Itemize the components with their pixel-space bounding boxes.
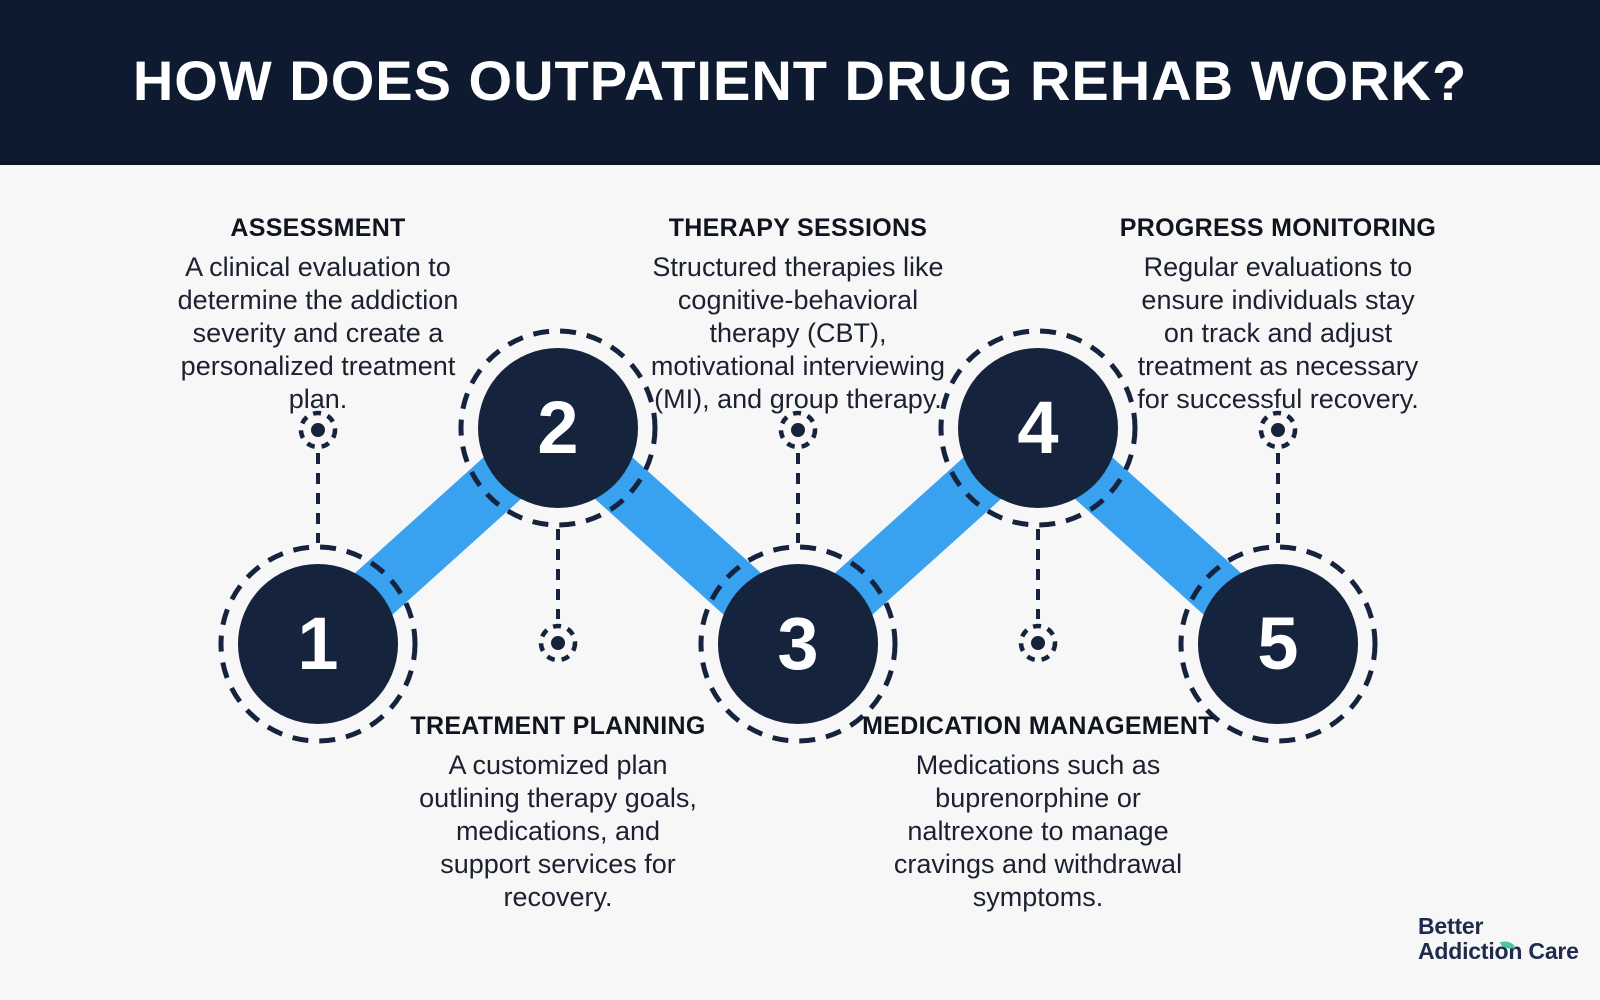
step-text-5: PROGRESS MONITORING Regular evaluations … [1103,214,1453,416]
bullet-marker-step-3 [778,410,818,450]
step-title-4: MEDICATION MANAGEMENT [862,712,1214,740]
step-title-2: TREATMENT PLANNING [410,712,706,740]
logo-line2: Addiction Care [1418,938,1579,964]
step-number-4: 4 [1017,386,1059,469]
bullet-marker-step-2 [538,623,578,663]
dashed-ring-step-1 [218,544,418,744]
dashed-ring-step-3 [698,544,898,744]
step-text-1: ASSESSMENT A clinical evaluation to dete… [143,214,493,416]
brand-logo: Better Addiction Care [1418,914,1598,964]
step-circle-4: 4 [958,348,1118,508]
step-number-3: 3 [777,602,819,685]
step-circle-5: 5 [1198,564,1358,724]
bullet-marker-step-4 [1018,623,1058,663]
bullet-marker-step-5 [1258,410,1298,450]
dashed-ring-step-2 [458,328,658,528]
step-title-5: PROGRESS MONITORING [1119,214,1437,242]
step-title-3: THERAPY SESSIONS [668,214,928,242]
dashed-ring-step-4 [938,328,1138,528]
step-circle-2: 2 [478,348,638,508]
step-text-2: TREATMENT PLANNING A customized plan out… [368,712,748,914]
step-description-4: Medications such as buprenorphine or nal… [893,750,1183,912]
step-number-2: 2 [537,386,579,469]
step-circle-1: 1 [238,564,398,724]
step-description-1: A clinical evaluation to determine the a… [177,252,459,414]
step-description-2: A customized plan outlining therapy goal… [419,750,697,912]
step-description-5: Regular evaluations to ensure individual… [1137,252,1419,414]
step-number-1: 1 [297,602,339,685]
step-description-3: Structured therapies like cognitive-beha… [650,252,946,414]
step-number-5: 5 [1257,602,1299,685]
logo-line1: Better [1418,913,1484,939]
header-band: HOW DOES OUTPATIENT DRUG REHAB WORK? [0,0,1600,165]
step-text-3: THERAPY SESSIONS Structured therapies li… [623,214,973,416]
bullet-marker-step-1 [298,410,338,450]
step-circle-3: 3 [718,564,878,724]
dashed-ring-step-5 [1178,544,1378,744]
step-title-1: ASSESSMENT [230,214,406,242]
step-text-4: MEDICATION MANAGEMENT Medications such a… [848,712,1228,914]
page-title: HOW DOES OUTPATIENT DRUG REHAB WORK? [132,49,1468,112]
